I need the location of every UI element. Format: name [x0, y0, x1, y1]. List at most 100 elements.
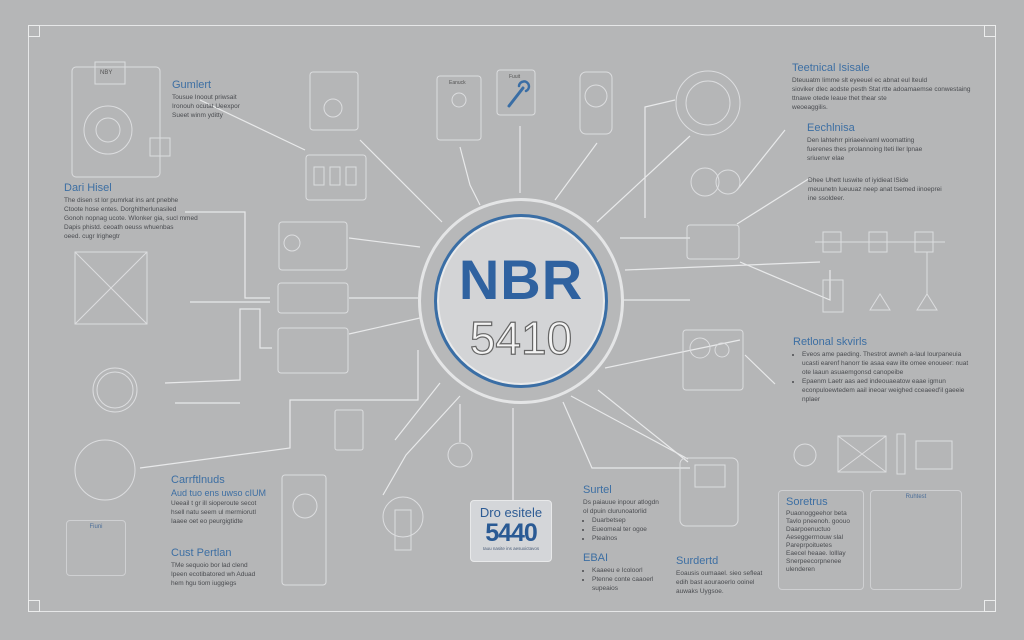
device-panel: Ruhtest — [870, 490, 962, 590]
device-sketch — [305, 154, 367, 201]
text-block-bottom-right-box: Soretrus Puaonoggeehor beta Tavlo pneeno… — [786, 496, 850, 574]
standard-badge: Dro esitele 5440 Iauu nasite ins aesuxic… — [470, 500, 552, 562]
section-heading: Surdertd — [676, 555, 719, 567]
device-sketch — [896, 433, 906, 475]
connector-line — [739, 261, 831, 301]
device-sketch — [277, 327, 349, 374]
device-panel-label: Ruhtest — [905, 494, 927, 500]
device-sketch — [334, 409, 364, 451]
text-block-right-upper-1: Eechlnisa Den lahtehrr piriaeeivaml woom… — [807, 122, 922, 163]
connector-line — [382, 395, 461, 496]
text-line: The disen st lor pumrkat ins ant pnebhe — [64, 197, 179, 204]
text-line: Puaonoggeehor beta — [786, 510, 847, 517]
device-sketch — [686, 224, 740, 260]
badge-subtitle: Iauu nasite ins aesuxictavos — [482, 546, 540, 551]
text-line: Ds paiauue inpour atlogdn — [583, 499, 659, 506]
device-sketch — [313, 166, 325, 186]
device-sketch — [690, 167, 720, 197]
bullet-item: Kaaeeu e Icoloorl — [592, 566, 662, 575]
text-block-top-right: Teetnical Isisale Dteuuatm Iimme slt eye… — [792, 62, 971, 112]
section-heading: EBAI — [583, 552, 609, 564]
device-sketch — [382, 496, 424, 538]
device-sketch — [682, 329, 744, 391]
connector-line — [139, 350, 419, 469]
connector-line — [736, 129, 786, 191]
connector-line — [744, 354, 776, 385]
device-sketch — [916, 293, 938, 311]
section-heading: Soretrus — [786, 496, 828, 508]
device-sketch — [71, 66, 161, 178]
connector-line — [348, 317, 421, 335]
text-block-right-mid: Retlonal skvirls Eveos ame paeding. Thes… — [793, 336, 973, 404]
connector-line — [199, 99, 306, 151]
device-sketch — [309, 71, 359, 131]
connector-line — [164, 308, 272, 384]
device-sketch — [394, 509, 412, 551]
text-block-left-bottom-1: Carrftlnuds Aud tuo ens uwso cIUM Ueeail… — [171, 474, 266, 526]
device-sketch — [793, 443, 817, 467]
text-panel — [778, 490, 864, 590]
device-sketch — [95, 117, 121, 143]
bullet-item: Duarbetsep — [592, 516, 659, 525]
device-panel-label: Fiuni — [89, 524, 103, 530]
device-sketch — [277, 282, 349, 314]
device-sketch — [675, 70, 741, 136]
device-sketch — [679, 457, 739, 527]
connector-line — [185, 211, 270, 299]
device-sketch — [822, 279, 844, 313]
device-sketch — [96, 371, 134, 409]
bullet-item: Ptealnos — [592, 534, 659, 543]
device-sketch — [283, 234, 301, 252]
text-line: Sueet winm yditty — [172, 112, 223, 119]
device-sketch — [74, 439, 136, 501]
connector-line — [359, 139, 443, 223]
frame-corner-marker — [28, 25, 40, 37]
connector-line — [562, 401, 690, 469]
text-line: ulenderen — [786, 566, 815, 573]
connector-line — [570, 395, 689, 460]
device-sketch — [92, 367, 138, 413]
hub-inner-ring: NBR 5410 — [434, 214, 608, 388]
text-line: ol dpuin clurunoatorlid — [583, 508, 647, 515]
section-heading: Surtel — [583, 484, 612, 496]
device-sketch — [869, 293, 891, 311]
device-sketch — [837, 435, 887, 473]
text-block-left-bottom-2: Cust Pertlan TMe sequoio bor lad clend I… — [171, 547, 255, 588]
connector-line — [554, 142, 598, 201]
text-line: Dapis phistd. ceoath oeuss whuenbas — [64, 224, 174, 231]
text-line: Snerpeecorpnenee — [786, 558, 842, 565]
device-sketch — [714, 342, 730, 358]
bullet-item: Eveos ame paeding. Thestrot awneh a-laul… — [802, 350, 973, 377]
text-line: oeed. cugr lrighegtr — [64, 233, 121, 240]
text-line: ine ssoldeer. — [808, 195, 845, 202]
connector-line — [596, 135, 691, 223]
text-line: Tousue Inoout priwsait — [172, 94, 237, 101]
frame-corner-marker — [28, 600, 40, 612]
device-sketch — [281, 474, 327, 586]
device-sketch — [685, 80, 731, 126]
device-sketch — [496, 69, 536, 116]
device-sketch — [689, 337, 711, 359]
text-line: Den lahtehrr piriaeeivaml woomatting — [807, 137, 915, 144]
diagram-frame — [28, 25, 996, 612]
device-sketches — [71, 61, 953, 586]
hub-title: NBR — [458, 248, 584, 311]
standard-hub: NBR 5410 — [418, 198, 624, 404]
device-sketch — [74, 251, 148, 325]
device-sketch — [94, 61, 126, 85]
section-subheading: Aud tuo ens uwso cIUM — [171, 488, 267, 498]
section-heading: Teetnical Isisale — [792, 62, 870, 74]
frame-corner-marker — [984, 25, 996, 37]
text-block-bottom-right: Surdertd Eoausis oumaael. sieo sefleat e… — [676, 555, 762, 596]
device-label: Eanuck — [449, 80, 466, 86]
text-line: Daarpoenuctuo — [786, 526, 831, 533]
device-sketch — [329, 166, 341, 186]
text-block-center-right-2: EBAI Kaaeeu e Icoloorl Ptenne conte caao… — [583, 552, 662, 593]
section-heading: Retlonal skvirls — [793, 336, 867, 348]
text-line: sriuenvr elae — [807, 155, 845, 162]
text-line: edih bast aouraoerlo ooinel — [676, 579, 755, 586]
device-sketch — [323, 98, 343, 118]
device-sketch — [694, 464, 726, 488]
bullet-item: Eueomeal ter ogoe — [592, 525, 659, 534]
